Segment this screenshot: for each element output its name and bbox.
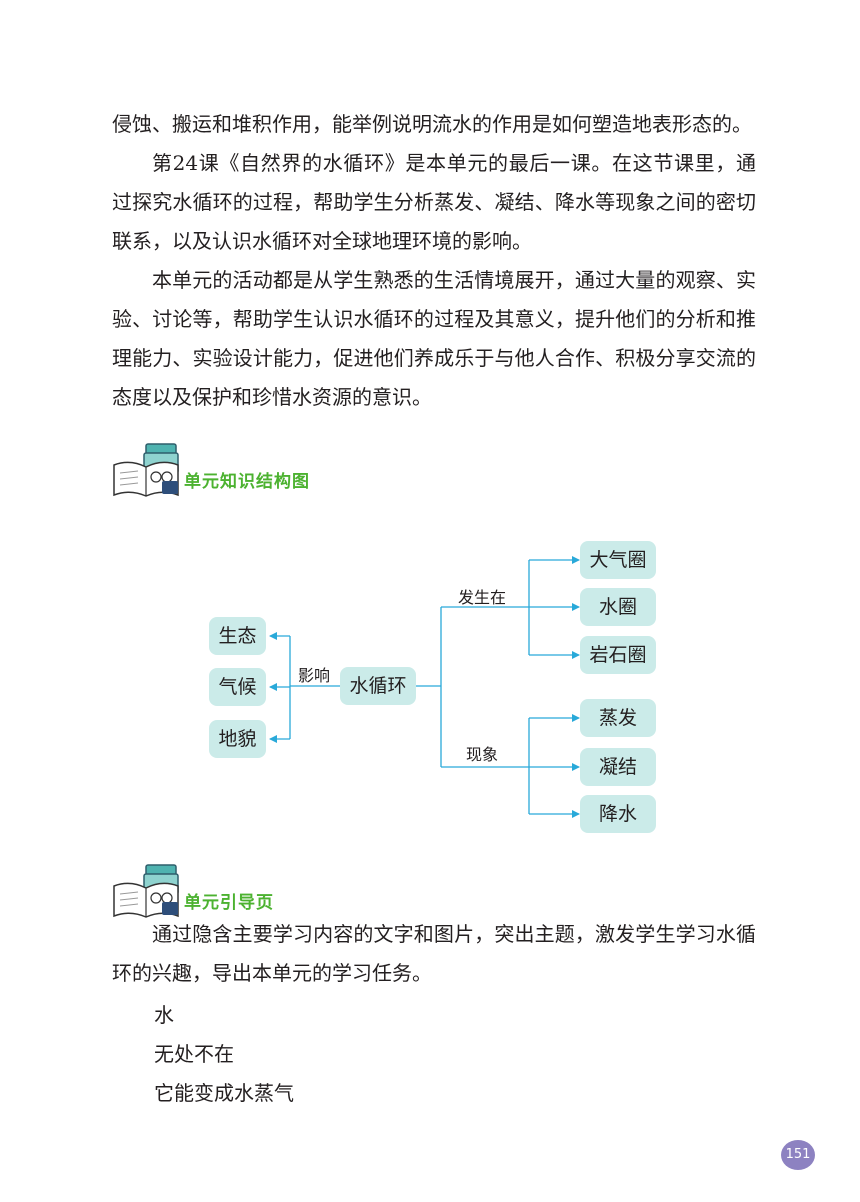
paragraph-1: 侵蚀、搬运和堆积作用，能举例说明流水的作用是如何塑造地表形态的。 xyxy=(112,112,752,136)
poem-line-1: 水 xyxy=(154,1003,174,1027)
node-landform: 地貌 xyxy=(209,720,266,758)
book-toolbox-icon xyxy=(113,443,179,497)
node-hydrosphere: 水圈 xyxy=(580,588,656,626)
label-influence: 影响 xyxy=(298,666,331,685)
node-atmosphere: 大气圈 xyxy=(580,541,656,579)
node-condensation: 凝结 xyxy=(580,748,656,786)
section-heading-guide: 单元引导页 xyxy=(112,862,412,918)
paragraph-3: 本单元的活动都是从学生熟悉的生活情境展开，通过大量的观察、实验、讨论等，帮助学生… xyxy=(112,268,756,409)
label-occurs-in: 发生在 xyxy=(458,588,507,607)
guide-paragraph: 通过隐含主要学习内容的文字和图片，突出主题，激发学生学习水循环的兴趣，导出本单元… xyxy=(112,922,756,985)
book-toolbox-icon xyxy=(113,864,179,918)
section-title: 单元知识结构图 xyxy=(184,472,310,492)
node-lithosphere: 岩石圈 xyxy=(580,636,656,674)
section-heading-structure: 单元知识结构图 xyxy=(112,441,412,497)
page-number: 151 xyxy=(781,1140,815,1170)
node-precipitation: 降水 xyxy=(580,795,656,833)
node-evaporation: 蒸发 xyxy=(580,699,656,737)
node-ecology: 生态 xyxy=(209,617,266,655)
poem-line-3: 它能变成水蒸气 xyxy=(154,1081,294,1105)
section-title: 单元引导页 xyxy=(184,893,274,913)
node-water-cycle: 水循环 xyxy=(340,667,416,705)
paragraph-2: 第24课《自然界的水循环》是本单元的最后一课。在这节课里，通过探究水循环的过程，… xyxy=(112,151,756,253)
node-climate: 气候 xyxy=(209,668,266,706)
label-phenomena: 现象 xyxy=(466,745,499,764)
poem-line-2: 无处不在 xyxy=(154,1042,234,1066)
